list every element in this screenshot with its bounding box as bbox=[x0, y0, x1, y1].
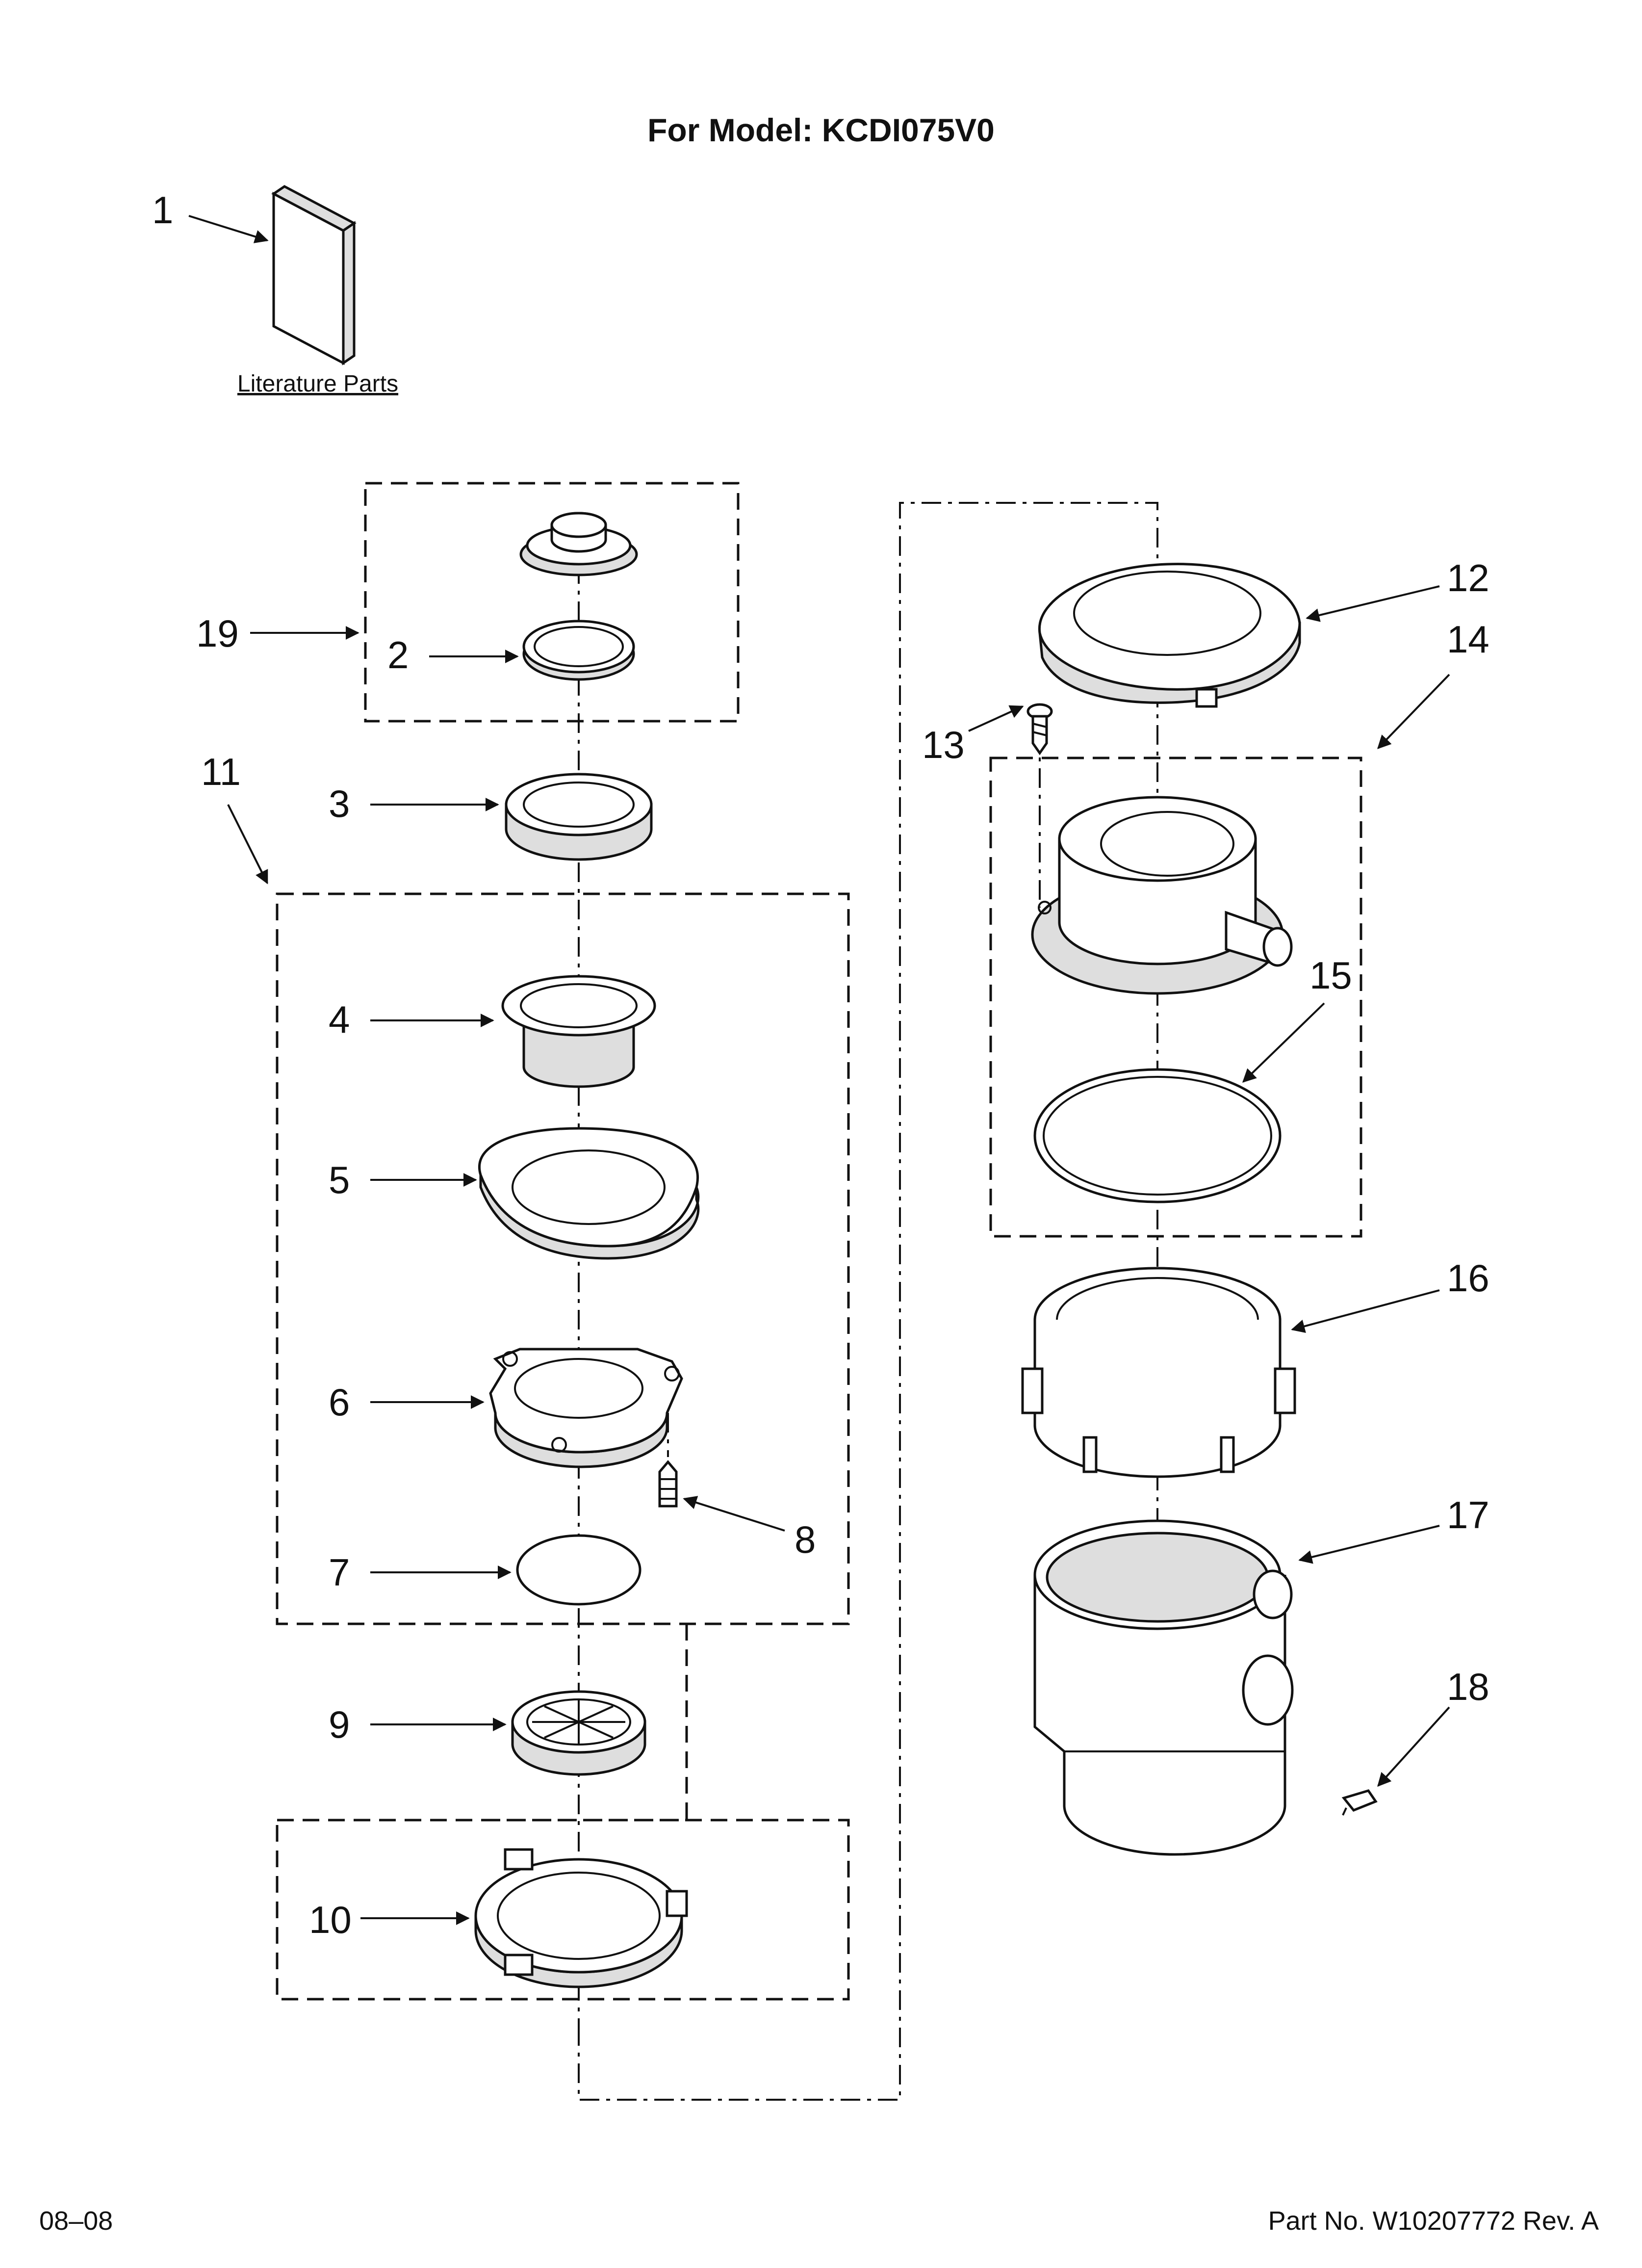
callout-10: 10 bbox=[309, 1898, 352, 1941]
cover-screw bbox=[1026, 703, 1053, 756]
diagram-title: For Model: KCDI075V0 bbox=[647, 112, 995, 148]
group-box-11 bbox=[276, 892, 850, 1625]
callout-9: 9 bbox=[329, 1703, 350, 1746]
mounting-ring bbox=[489, 1348, 683, 1468]
sink-flange bbox=[501, 975, 656, 1088]
leader-13 bbox=[968, 705, 1024, 732]
top-cover bbox=[1038, 563, 1301, 708]
leader-8 bbox=[683, 1496, 785, 1532]
group-box-9-extension bbox=[490, 1624, 688, 1822]
callout-3: 3 bbox=[329, 782, 350, 825]
group-box-14 bbox=[989, 756, 1362, 1238]
literature-parts-label: Literature Parts bbox=[237, 371, 398, 397]
leader-15 bbox=[1242, 1002, 1325, 1083]
leader-14 bbox=[1377, 674, 1450, 750]
assembly-connection-line bbox=[578, 502, 1158, 2101]
cushion-mount bbox=[516, 1534, 641, 1606]
group-box-19 bbox=[364, 482, 740, 723]
leader-18 bbox=[1377, 1706, 1450, 1787]
mounting-screw bbox=[658, 1460, 678, 1508]
leader-1 bbox=[188, 215, 269, 243]
callout-6: 6 bbox=[329, 1381, 350, 1424]
splash-baffle bbox=[511, 1690, 646, 1776]
stopper bbox=[519, 512, 638, 576]
callout-14: 14 bbox=[1447, 618, 1489, 661]
callout-1: 1 bbox=[152, 188, 173, 232]
literature-parts-booklet bbox=[271, 185, 357, 365]
callout-4: 4 bbox=[329, 998, 350, 1041]
callout-12: 12 bbox=[1447, 556, 1489, 600]
callout-17: 17 bbox=[1447, 1493, 1489, 1537]
leader-11 bbox=[227, 804, 268, 885]
leader-12 bbox=[1306, 585, 1440, 622]
splash-guard-ring bbox=[522, 620, 635, 681]
leader-16 bbox=[1291, 1289, 1440, 1333]
callout-11: 11 bbox=[201, 750, 241, 793]
clamp-ring bbox=[474, 1848, 688, 1988]
footer-part-number: Part No. W10207772 Rev. A bbox=[1268, 2206, 1599, 2236]
callout-7: 7 bbox=[329, 1551, 350, 1594]
fiber-gasket bbox=[478, 1127, 700, 1260]
main-housing bbox=[1033, 1519, 1294, 1856]
upper-hopper bbox=[1031, 796, 1293, 995]
group-box-10 bbox=[276, 1819, 850, 2001]
callout-2: 2 bbox=[387, 633, 409, 677]
callout-16: 16 bbox=[1447, 1256, 1489, 1300]
housing-collar bbox=[1021, 1267, 1296, 1478]
callout-15: 15 bbox=[1309, 954, 1352, 997]
callout-8: 8 bbox=[795, 1518, 816, 1561]
callout-18: 18 bbox=[1447, 1665, 1489, 1708]
callout-13: 13 bbox=[922, 723, 965, 766]
wire-clip bbox=[1341, 1789, 1378, 1816]
callout-5: 5 bbox=[329, 1158, 350, 1201]
leader-17 bbox=[1298, 1525, 1440, 1564]
footer-date-code: 08–08 bbox=[39, 2206, 113, 2236]
sink-flange-gasket bbox=[505, 773, 653, 861]
callout-19: 19 bbox=[196, 612, 239, 655]
hopper-gasket bbox=[1033, 1068, 1282, 1203]
